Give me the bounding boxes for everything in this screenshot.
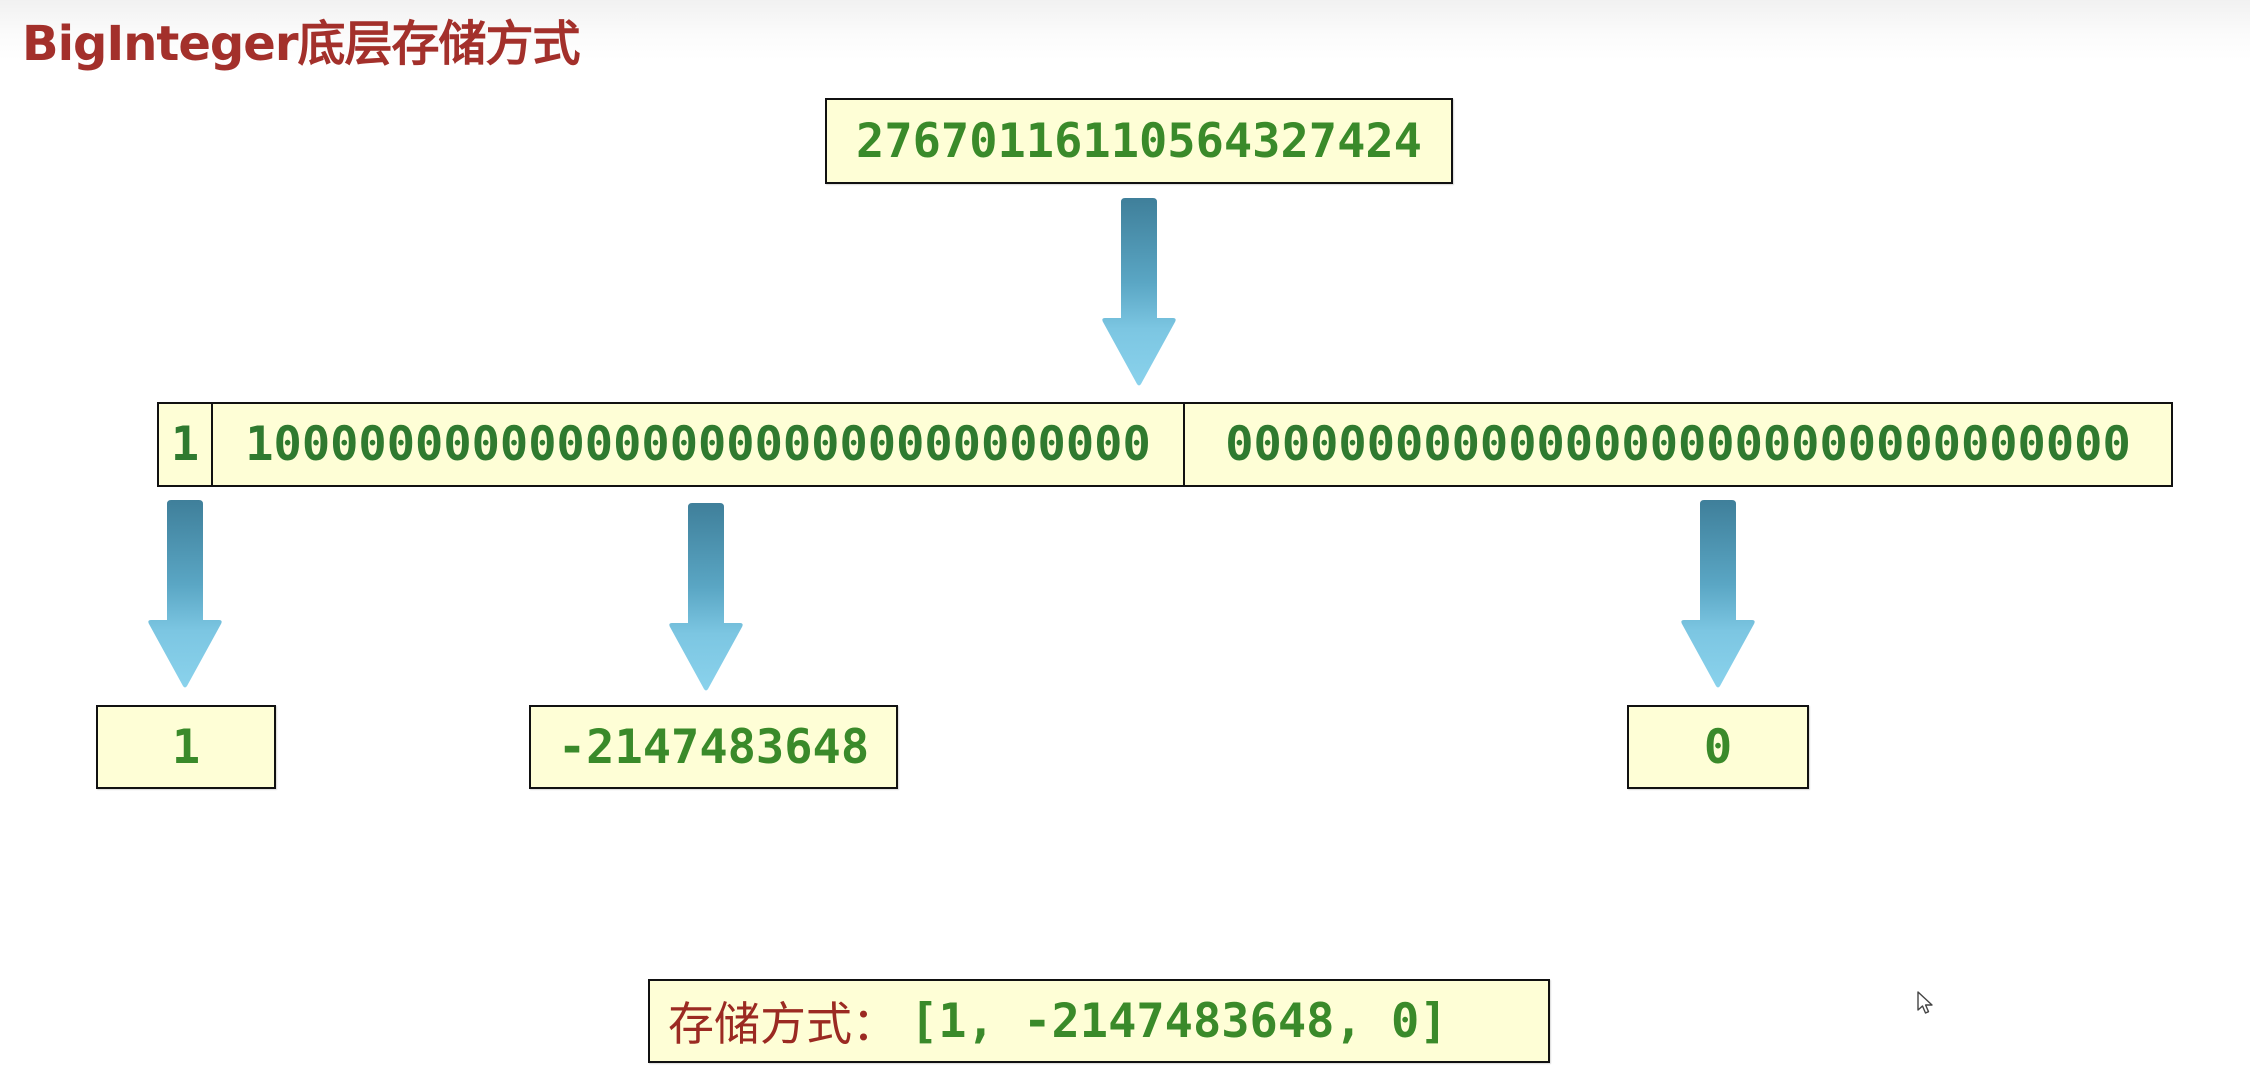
result-value: 0 [1703,719,1733,775]
down-arrow-icon [148,500,222,688]
summary-label: 存储方式： [668,997,898,1051]
down-arrow-icon [1102,198,1176,386]
mouse-pointer-icon [1917,991,1933,1014]
number-value: 27670116110564327424 [856,113,1422,169]
binary-bar: 1 10000000000000000000000000000000 00000… [157,402,2173,487]
result-box-low: 0 [1627,705,1809,789]
high-word-value: 10000000000000000000000000000000 [245,417,1151,472]
summary-value: [1, -2147483648, 0] [910,993,1448,1049]
down-arrow-icon [1681,500,1755,688]
page-title: BigInteger底层存储方式 [22,16,581,72]
low-word-cell: 00000000000000000000000000000000 [1185,404,2171,485]
result-value: -2147483648 [557,719,870,775]
sign-bit-cell: 1 [159,404,213,485]
storage-summary-box: 存储方式： [1, -2147483648, 0] [648,979,1550,1063]
low-word-value: 00000000000000000000000000000000 [1225,417,2131,472]
result-box-high: -2147483648 [529,705,898,789]
result-box-sign: 1 [96,705,276,789]
high-word-cell: 10000000000000000000000000000000 [213,404,1185,485]
sign-bit-value: 1 [170,417,200,472]
result-value: 1 [171,719,201,775]
number-box: 27670116110564327424 [825,98,1453,184]
down-arrow-icon [669,503,743,691]
